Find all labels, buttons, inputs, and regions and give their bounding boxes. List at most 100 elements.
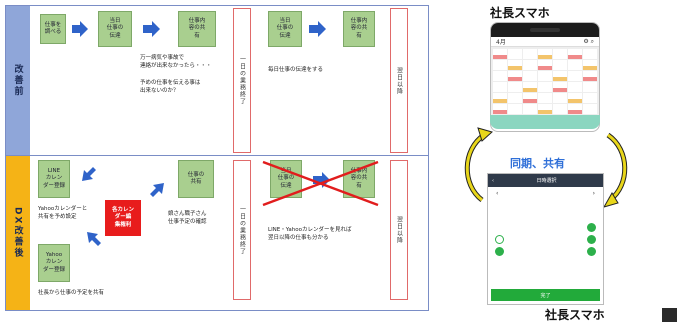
calendar-day-cell[interactable]	[553, 104, 567, 114]
next-day-box-bottom: 翌日以降	[390, 160, 408, 300]
date-cell[interactable]	[523, 223, 538, 232]
step-share-contents: 仕事内 容の共 有	[178, 11, 216, 47]
date-cell[interactable]	[584, 199, 599, 208]
calendar-day-cell[interactable]	[583, 104, 597, 114]
calendar-day-cell[interactable]	[538, 82, 552, 92]
note-staff-check: 娘さん職子さん 仕事予定の確認	[168, 211, 207, 226]
calendar-day-cell[interactable]	[523, 104, 537, 114]
calendar-day-cell[interactable]	[583, 71, 597, 81]
date-cell[interactable]	[584, 211, 599, 220]
arrow-up-right-icon	[150, 183, 164, 197]
calendar-day-cell[interactable]	[583, 60, 597, 70]
phone-title-bottom: 社長スマホ	[545, 308, 605, 322]
calendar-day-cell[interactable]	[508, 49, 522, 59]
date-cell[interactable]	[492, 211, 507, 220]
date-cell[interactable]	[553, 235, 568, 244]
date-cell[interactable]	[553, 211, 568, 220]
calendar-day-cell[interactable]	[493, 82, 507, 92]
calendar-day-cell[interactable]	[493, 93, 507, 103]
note-president-share: 社長から仕事の予定を共有	[38, 290, 105, 296]
calendar-day-cell[interactable]	[553, 71, 567, 81]
date-cell[interactable]	[568, 223, 583, 232]
date-cell[interactable]	[568, 211, 583, 220]
date-cell[interactable]	[568, 199, 583, 208]
calendar-day-cell[interactable]	[538, 104, 552, 114]
phone-bottom-bezel	[490, 115, 600, 129]
calendar-day-cell[interactable]	[508, 93, 522, 103]
calendar-day-cell[interactable]	[583, 93, 597, 103]
date-cell[interactable]	[507, 199, 522, 208]
calendar-month: 4月	[496, 39, 506, 46]
calendar-day-cell[interactable]	[568, 71, 582, 81]
date-cell[interactable]	[586, 247, 596, 256]
date-cell[interactable]	[492, 199, 507, 208]
calendar-day-cell[interactable]	[508, 104, 522, 114]
date-cell[interactable]	[507, 235, 522, 244]
date-cell[interactable]	[492, 223, 507, 232]
date-cell[interactable]	[495, 235, 505, 244]
date-cell[interactable]	[586, 223, 596, 232]
calendar-day-cell[interactable]	[508, 60, 522, 70]
calendar-day-cell[interactable]	[568, 104, 582, 114]
calendar-day-cell[interactable]	[523, 82, 537, 92]
date-cell[interactable]	[495, 247, 505, 256]
calendar-day-cell[interactable]	[523, 60, 537, 70]
calendar-day-cell[interactable]	[493, 104, 507, 114]
date-cell[interactable]	[507, 223, 522, 232]
step-work-share: 仕事の 共有	[178, 160, 214, 198]
calendar-day-cell[interactable]	[508, 82, 522, 92]
calendar-day-cell[interactable]	[538, 71, 552, 81]
calendar-day-cell[interactable]	[568, 82, 582, 92]
date-cell[interactable]	[568, 247, 583, 256]
date-cell[interactable]	[568, 235, 583, 244]
calendar-day-cell[interactable]	[493, 71, 507, 81]
date-cell[interactable]	[553, 223, 568, 232]
calendar-day-cell[interactable]	[568, 60, 582, 70]
end-of-day-label-top: 一日の業務終了	[238, 56, 246, 105]
date-cell[interactable]	[538, 223, 553, 232]
sync-arrow-head-left-icon	[477, 127, 494, 142]
calendar-day-cell[interactable]	[523, 49, 537, 59]
calendar-day-cell[interactable]	[523, 93, 537, 103]
calendar-day-cell[interactable]	[493, 60, 507, 70]
next-month-icon[interactable]: ›	[592, 189, 595, 197]
date-cell[interactable]	[538, 199, 553, 208]
calendar-day-cell[interactable]	[553, 93, 567, 103]
step-share-contents-2: 仕事内 容の共 有	[343, 11, 375, 47]
note-no-need: LINE・Yahooカレンダーを見れば 翌日以降の仕事も分かる	[268, 227, 352, 242]
step-line-calendar: LINE カレン ダー登録	[38, 160, 70, 198]
date-cell[interactable]	[507, 211, 522, 220]
back-icon[interactable]: ‹	[492, 177, 494, 184]
date-cell[interactable]	[523, 199, 538, 208]
calendar-day-cell[interactable]	[538, 60, 552, 70]
date-cell[interactable]	[538, 235, 553, 244]
note-risk: 万一病気や事故で 連絡が出来なかったら・・・ 予めの仕事を伝える事は 出来ないの…	[140, 55, 212, 94]
arrow-up-left-icon	[87, 232, 101, 246]
calendar-day-cell[interactable]	[553, 60, 567, 70]
calendar-day-cell[interactable]	[568, 49, 582, 59]
date-cell[interactable]	[523, 235, 538, 244]
calendar-toolbar-icons: ⚙ ⌕	[583, 37, 594, 45]
calendar-day-cell[interactable]	[553, 82, 567, 92]
date-cell[interactable]	[553, 199, 568, 208]
date-cell[interactable]	[538, 211, 553, 220]
calendar-day-cell[interactable]	[583, 82, 597, 92]
calendar-day-cell[interactable]	[568, 93, 582, 103]
date-cell[interactable]	[586, 235, 596, 244]
calendar-day-cell[interactable]	[538, 49, 552, 59]
calendar-day-cell[interactable]	[538, 93, 552, 103]
calendar-day-cell[interactable]	[493, 49, 507, 59]
calendar-day-cell[interactable]	[553, 49, 567, 59]
calendar-day-cell[interactable]	[508, 71, 522, 81]
date-cell[interactable]	[507, 247, 522, 256]
date-cell[interactable]	[538, 247, 553, 256]
date-cell[interactable]	[523, 211, 538, 220]
date-cell[interactable]	[553, 247, 568, 256]
prev-month-icon[interactable]: ‹	[496, 189, 499, 197]
calendar-day-cell[interactable]	[523, 71, 537, 81]
date-cell[interactable]	[523, 247, 538, 256]
calendar-day-cell[interactable]	[583, 49, 597, 59]
confirm-button[interactable]: 完了	[491, 289, 600, 301]
